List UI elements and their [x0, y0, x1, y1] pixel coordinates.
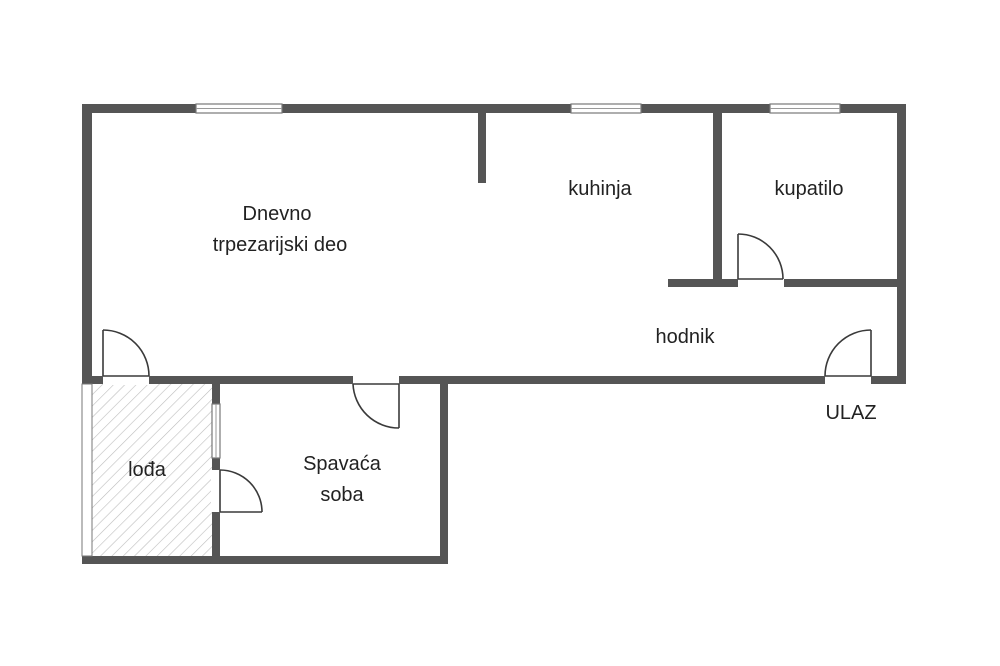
label-kitchen: kuhinja [568, 178, 632, 200]
wall-kitchen-bath [713, 113, 722, 287]
label-hallway: hodnik [656, 326, 716, 348]
door-loggia-bedroom [219, 469, 263, 513]
label-living-line1: Dnevno [243, 203, 312, 225]
label-loggia: lođa [128, 459, 167, 481]
wall-bottom [82, 556, 448, 564]
door-loggia [102, 329, 150, 377]
wall-middle-horizontal [82, 376, 906, 384]
windows [81, 103, 841, 557]
door-openings [103, 278, 871, 512]
wall-bedroom-right [440, 376, 448, 564]
label-bathroom: kupatilo [775, 178, 844, 200]
wall-right [897, 104, 906, 384]
door-bedroom [352, 383, 400, 429]
wall-bath-hall [668, 279, 906, 287]
wall-top [82, 104, 906, 113]
door-bathroom [737, 233, 784, 280]
label-entrance: ULAZ [825, 402, 876, 424]
label-bedroom-line1: Spavaća [303, 453, 382, 475]
wall-inner-stub [478, 113, 486, 183]
doors [102, 233, 872, 513]
wall-left [82, 104, 92, 384]
label-living-line2: trpezarijski deo [213, 234, 348, 256]
label-bedroom-line2: soba [320, 484, 364, 506]
door-entrance [824, 329, 872, 377]
window-loggia-left [81, 383, 93, 557]
loggia-floor [92, 384, 214, 556]
